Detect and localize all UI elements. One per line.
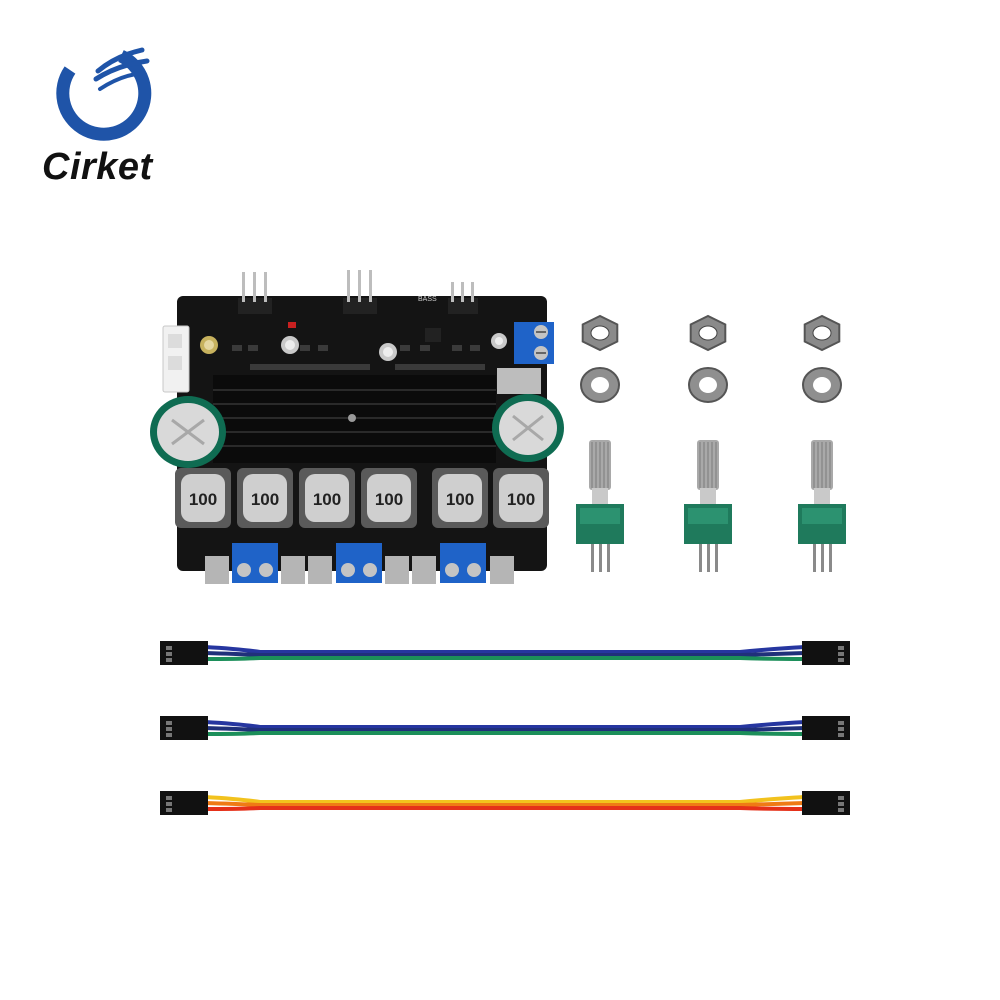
output-terminals: [232, 543, 486, 583]
jumper-cable: [160, 641, 850, 665]
jumper-cable: [160, 791, 850, 815]
amplifier-board: BASS: [150, 270, 564, 584]
inductor: 100: [432, 468, 488, 528]
potentiometer-set: [576, 314, 846, 572]
inductor-label: 100: [313, 490, 341, 509]
washer: [580, 367, 620, 403]
pin-header-left: [238, 272, 272, 314]
potentiometer: [684, 314, 732, 572]
hex-nut: [581, 314, 619, 352]
capacitor-right: [492, 394, 564, 462]
pin-header-middle: [343, 270, 377, 314]
jumper-cables: [160, 641, 850, 815]
inductor-label: 100: [507, 490, 535, 509]
brand-name: Cirket: [42, 146, 153, 188]
inductor: 100: [493, 468, 549, 528]
inductor: 100: [299, 468, 355, 528]
washer: [688, 367, 728, 403]
washer: [802, 367, 842, 403]
hex-nut: [803, 314, 841, 352]
brand-logo-icon: [56, 47, 152, 141]
pin-header-right: [448, 282, 478, 314]
inductor-label: 100: [189, 490, 217, 509]
inductor: 100: [237, 468, 293, 528]
potentiometer: [576, 314, 624, 572]
inductor-label: 100: [375, 490, 403, 509]
capacitor-left: [150, 396, 226, 468]
jumper-cable: [160, 716, 850, 740]
hex-nut: [689, 314, 727, 352]
inductor: 100: [175, 468, 231, 528]
power-terminal-top: [514, 322, 554, 364]
inductor-label: 100: [251, 490, 279, 509]
potentiometer: [798, 314, 846, 572]
bass-label: BASS: [418, 296, 437, 303]
inductor: 100: [361, 468, 417, 528]
inductor-label: 100: [446, 490, 474, 509]
inductors: 100 100 100 100 100 100: [175, 468, 549, 528]
